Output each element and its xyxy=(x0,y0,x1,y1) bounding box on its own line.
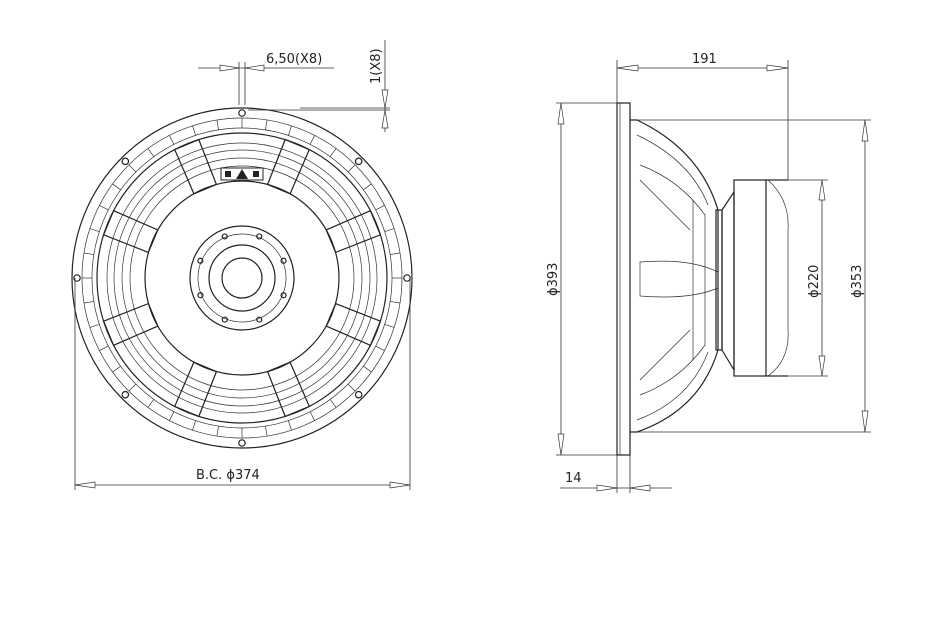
magnet-diameter-dimension: ϕ220 xyxy=(770,179,828,377)
flange-slot-divider xyxy=(329,399,337,408)
flange-slot-divider xyxy=(89,324,100,328)
flange-slot-divider xyxy=(192,125,196,136)
flange-slot-divider xyxy=(375,345,385,351)
mounting-hole xyxy=(354,390,363,399)
mounting-hole xyxy=(403,274,411,282)
flange-slot-divider xyxy=(216,119,219,130)
outer-diameter-dimension: ϕ393 xyxy=(546,102,617,456)
flange-slot-divider xyxy=(309,411,315,421)
flange-slot-divider xyxy=(169,135,175,145)
basket-spoke xyxy=(266,138,311,195)
flange-slot-divider xyxy=(99,345,109,351)
bolt-circle-label: B.C. ϕ374 xyxy=(196,468,260,483)
mounting-hole xyxy=(121,157,130,166)
basket-spoke xyxy=(173,138,218,195)
basket-spoke xyxy=(173,361,218,418)
flange-slot-divider xyxy=(147,399,155,408)
basket-spoke xyxy=(266,361,311,418)
mounting-hole xyxy=(73,274,81,282)
mounting-hole xyxy=(238,439,246,447)
flange-slot-divider xyxy=(216,426,219,437)
flange-slot-divider xyxy=(390,252,401,255)
mounting-hole xyxy=(121,390,130,399)
flange-slot-divider xyxy=(112,183,121,191)
flange-slot-divider xyxy=(384,324,395,328)
depth-label: 191 xyxy=(692,52,717,67)
basket-spoke xyxy=(325,209,382,254)
offset-dim-label: 1(X8) xyxy=(369,48,384,84)
flange-slot-divider xyxy=(347,383,356,392)
magnet-bolt xyxy=(221,316,228,323)
flange-slot-divider xyxy=(128,164,137,173)
flange-slot-divider xyxy=(363,183,372,191)
offset-dimension: 1(X8) xyxy=(248,40,390,132)
flange-slot-divider xyxy=(89,228,100,232)
flange-slot-divider xyxy=(309,135,315,145)
flange-slot-divider xyxy=(347,164,356,173)
hole-dimension: 6,50(X8) xyxy=(198,52,334,105)
flange-slot-divider xyxy=(128,383,137,392)
baffle-diameter-label: ϕ353 xyxy=(850,265,865,298)
outer-diameter-label: ϕ393 xyxy=(546,263,561,296)
flange-slot-divider xyxy=(147,148,155,157)
flange-slot-divider xyxy=(169,411,175,421)
side-view xyxy=(616,102,789,456)
basket-spoke xyxy=(102,302,159,347)
baffle-diameter-dimension: ϕ353 xyxy=(637,119,871,433)
flange-slot-divider xyxy=(265,426,268,437)
flange-thickness-dimension: 14 xyxy=(560,455,672,493)
mounting-hole xyxy=(238,109,246,117)
front-view xyxy=(71,107,413,449)
flange-slot-divider xyxy=(384,228,395,232)
hole-dim-label: 6,50(X8) xyxy=(266,52,322,67)
bolt-circle-dimension: B.C. ϕ374 xyxy=(74,278,411,490)
flange-slot-divider xyxy=(99,205,109,211)
magnet-bolt xyxy=(280,257,287,264)
logo-badge xyxy=(220,167,264,181)
magnet-diameter-label: ϕ220 xyxy=(807,265,822,298)
flange-slot-divider xyxy=(265,119,268,130)
mounting-hole xyxy=(354,157,363,166)
flange-thickness-label: 14 xyxy=(565,471,582,486)
magnet-bolt xyxy=(256,233,263,240)
flange-slot-divider xyxy=(375,205,385,211)
flange-slot-divider xyxy=(288,420,292,431)
magnet-bolt xyxy=(256,316,263,323)
flange-slot-divider xyxy=(83,252,94,255)
basket-spoke xyxy=(325,302,382,347)
flange-slot-divider xyxy=(390,301,401,304)
flange-slot-divider xyxy=(192,420,196,431)
flange-slot-divider xyxy=(363,365,372,373)
magnet-bolt xyxy=(280,292,287,299)
flange-slot-divider xyxy=(83,301,94,304)
basket-spoke xyxy=(102,209,159,254)
flange-slot-divider xyxy=(112,365,121,373)
magnet-bolt xyxy=(197,257,204,264)
magnet-bolt xyxy=(197,292,204,299)
flange-slot-divider xyxy=(288,125,292,136)
depth-dimension: 191 xyxy=(616,52,789,180)
magnet-bolt xyxy=(221,233,228,240)
flange-slot-divider xyxy=(329,148,337,157)
